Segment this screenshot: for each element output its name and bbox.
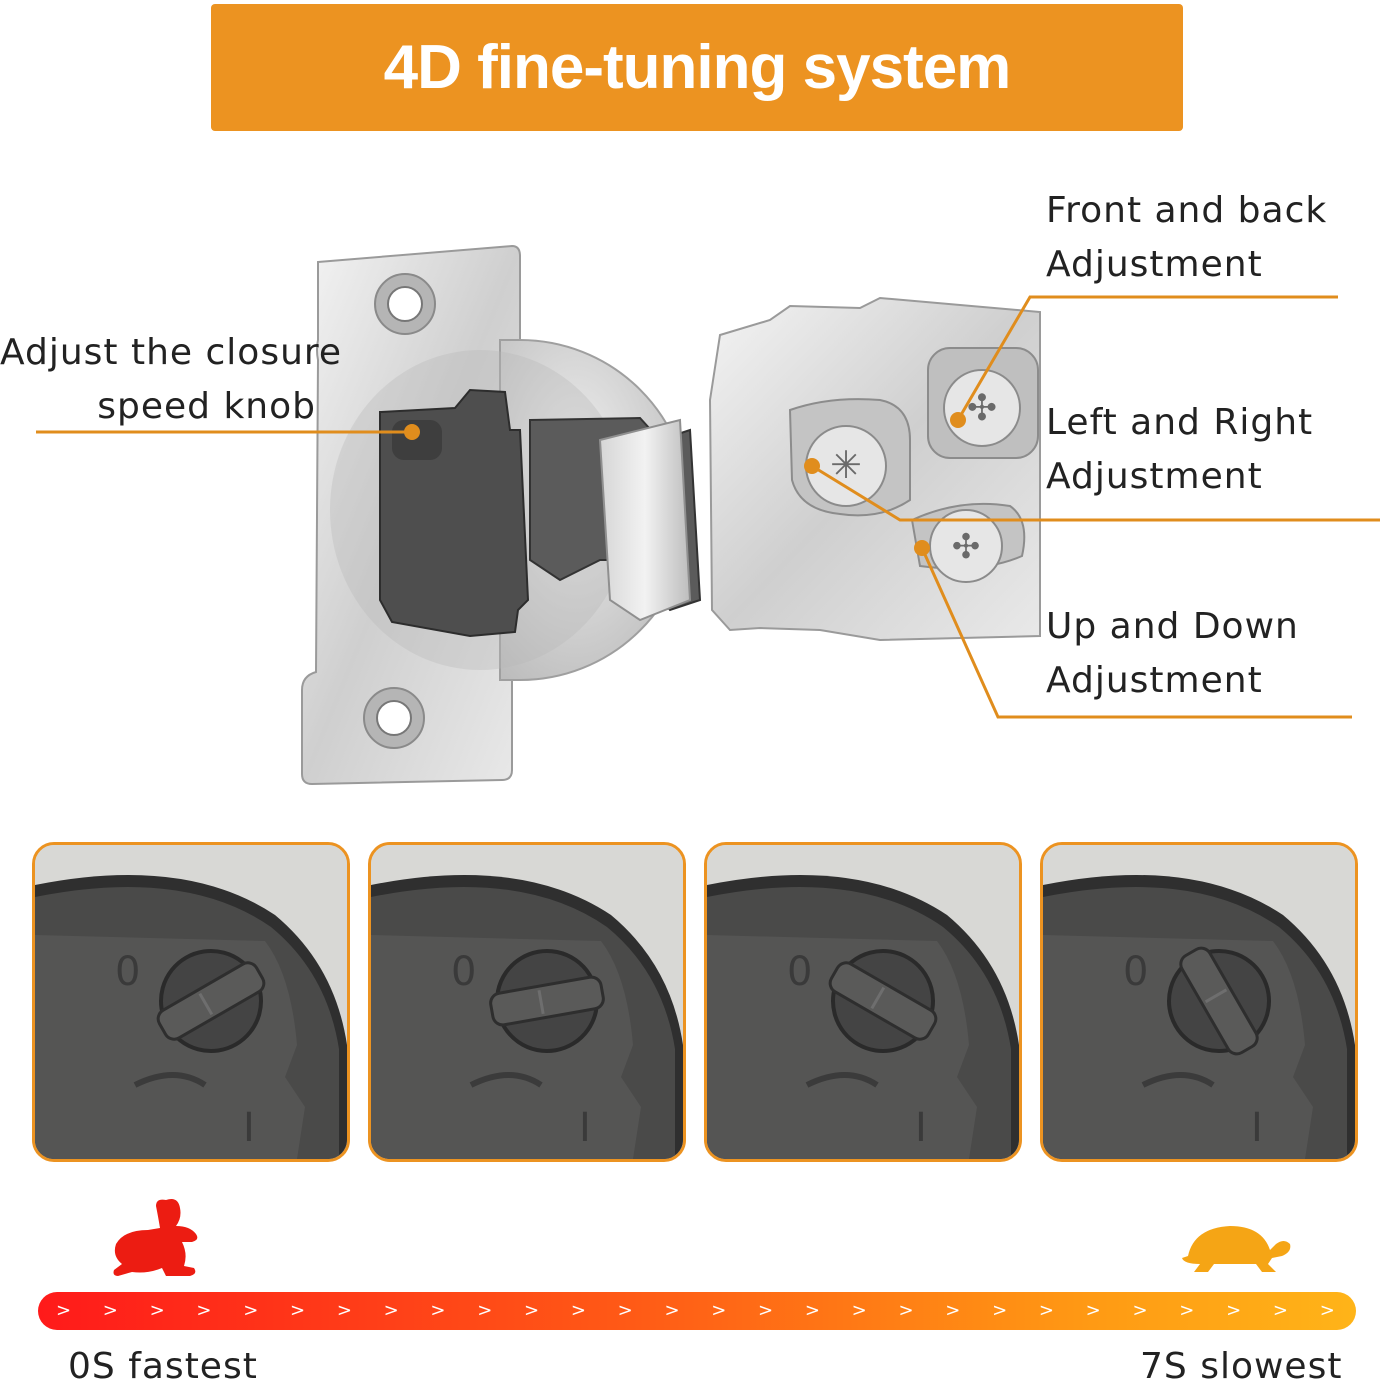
speed-knob <box>156 949 266 1053</box>
up-down-line1: Up and Down <box>1046 606 1299 647</box>
slowest-label: 7S slowest <box>1140 1346 1343 1387</box>
closure-speed-knob-label: Adjust the closure speed knob <box>0 326 343 434</box>
hinge-arm: ✣ ✳ ✣ <box>708 296 1041 642</box>
speed-arrows: > > > > > > > > > > > > > > > > > > > > … <box>56 1300 1338 1321</box>
speed-gradient-bar: > > > > > > > > > > > > > > > > > > > > … <box>38 1292 1356 1330</box>
callout-leader-lines <box>36 295 1380 719</box>
front-back-adjustment-label: Front and back Adjustment <box>1046 184 1327 292</box>
knob-closeup-1: 0I <box>35 845 347 1159</box>
left-right-line2: Adjustment <box>1046 456 1263 497</box>
knob-mark-one: I <box>579 1105 591 1151</box>
left-right-line1: Left and Right <box>1046 402 1314 443</box>
knob-closeup-4: 0I <box>1043 845 1355 1159</box>
knob-mark-zero: 0 <box>115 949 140 995</box>
up-down-line2: Adjustment <box>1046 660 1263 701</box>
knob-mark-zero: 0 <box>1123 949 1148 995</box>
knob-mark-one: I <box>1251 1105 1263 1151</box>
turtle-icon <box>1182 1226 1291 1272</box>
knob-closeup-2: 0I <box>371 845 683 1159</box>
closure-knob-line1: Adjust the closure <box>0 332 343 373</box>
knob-closeup-3: 0I <box>707 845 1019 1159</box>
front-back-line1: Front and back <box>1046 190 1328 231</box>
svg-text:✣: ✣ <box>952 527 981 567</box>
left-right-adjustment-label: Left and Right Adjustment <box>1046 396 1313 504</box>
hinge-illustration: ✣ ✳ ✣ <box>36 244 1380 786</box>
knob-mark-zero: 0 <box>451 949 476 995</box>
front-back-line2: Adjustment <box>1046 244 1263 285</box>
knob-mark-one: I <box>243 1105 255 1151</box>
rabbit-icon <box>113 1199 198 1276</box>
speed-knob <box>1167 946 1271 1056</box>
speed-knob <box>489 949 605 1053</box>
speed-knob <box>828 949 938 1053</box>
fastest-label: 0S fastest <box>68 1346 258 1387</box>
title-banner: 4D fine-tuning system <box>211 4 1183 131</box>
knob-mark-zero: 0 <box>787 949 812 995</box>
closure-knob-line2: speed knob <box>97 386 316 427</box>
knob-mark-one: I <box>915 1105 927 1151</box>
up-down-adjustment-label: Up and Down Adjustment <box>1046 600 1299 708</box>
page-title: 4D fine-tuning system <box>383 33 1012 102</box>
